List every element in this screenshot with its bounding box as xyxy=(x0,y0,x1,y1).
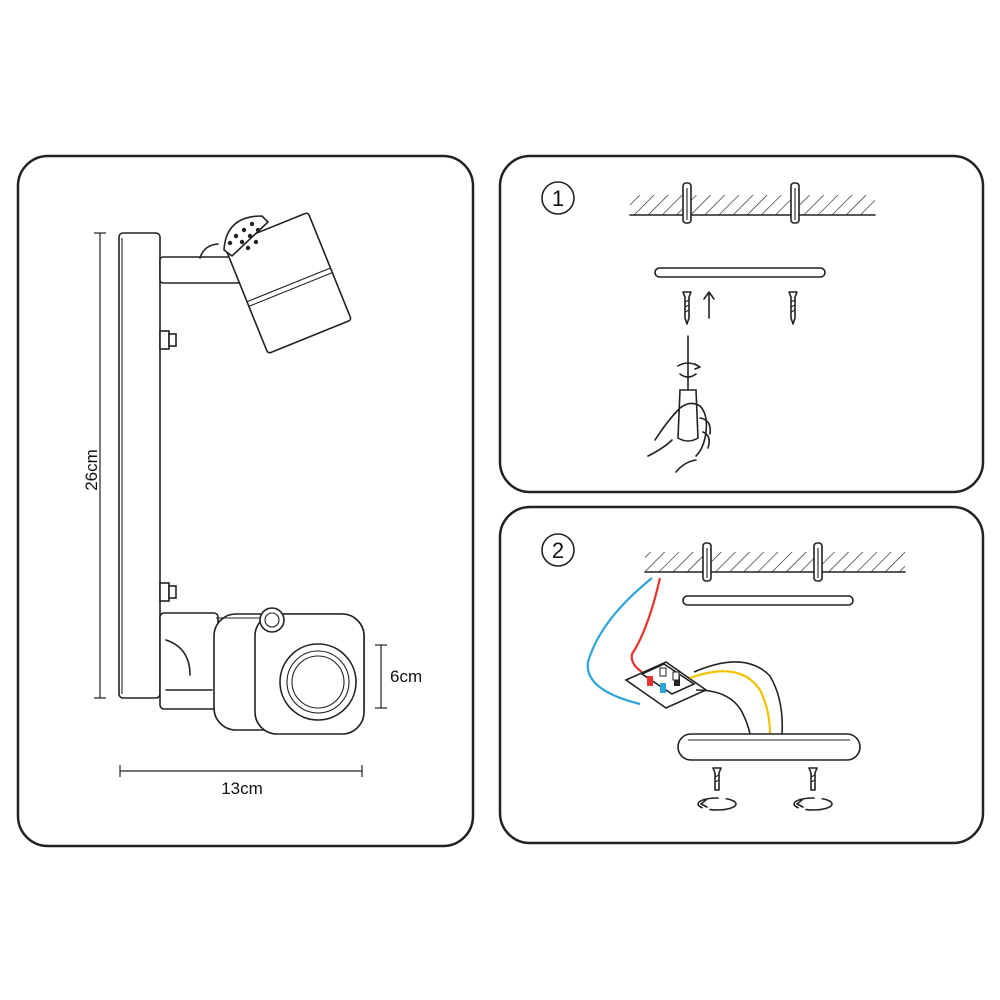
step-1-number: 1 xyxy=(552,186,564,211)
head-dimension: 6cm xyxy=(375,644,422,709)
supply-wires xyxy=(586,577,662,706)
mounting-bar-2 xyxy=(682,595,854,606)
fixture-wires xyxy=(689,661,784,735)
bottom-spotlight xyxy=(159,607,365,735)
hand-icon xyxy=(647,402,712,473)
dimensions-panel: 26cm 13cm 6cm xyxy=(16,154,475,848)
top-spotlight xyxy=(159,212,352,354)
screw-icon xyxy=(682,291,798,325)
step-2-badge: 2 xyxy=(541,533,575,567)
heat-sink-dots-icon xyxy=(227,221,261,251)
bottom-screw-icon xyxy=(712,767,818,791)
width-label: 13cm xyxy=(221,779,263,798)
step-2-panel: 2 xyxy=(498,505,985,845)
arrow-up-icon xyxy=(703,291,715,319)
ceiling-icon xyxy=(629,195,876,216)
mounting-bar xyxy=(654,267,826,278)
terminal-block-icon xyxy=(624,661,708,709)
head-label: 6cm xyxy=(390,667,422,686)
wall-plug-icon xyxy=(682,182,800,224)
step-1-badge: 1 xyxy=(541,181,575,215)
height-label: 26cm xyxy=(82,449,101,491)
ceiling-icon-2 xyxy=(644,542,906,582)
width-dimension: 13cm xyxy=(119,765,363,798)
step-2-number: 2 xyxy=(552,538,564,563)
step-1-panel: 1 xyxy=(498,154,985,494)
height-dimension: 26cm xyxy=(82,232,106,699)
base-plate xyxy=(118,232,177,699)
rotate-arrow-icon xyxy=(697,797,833,811)
fixture-base xyxy=(677,733,861,761)
